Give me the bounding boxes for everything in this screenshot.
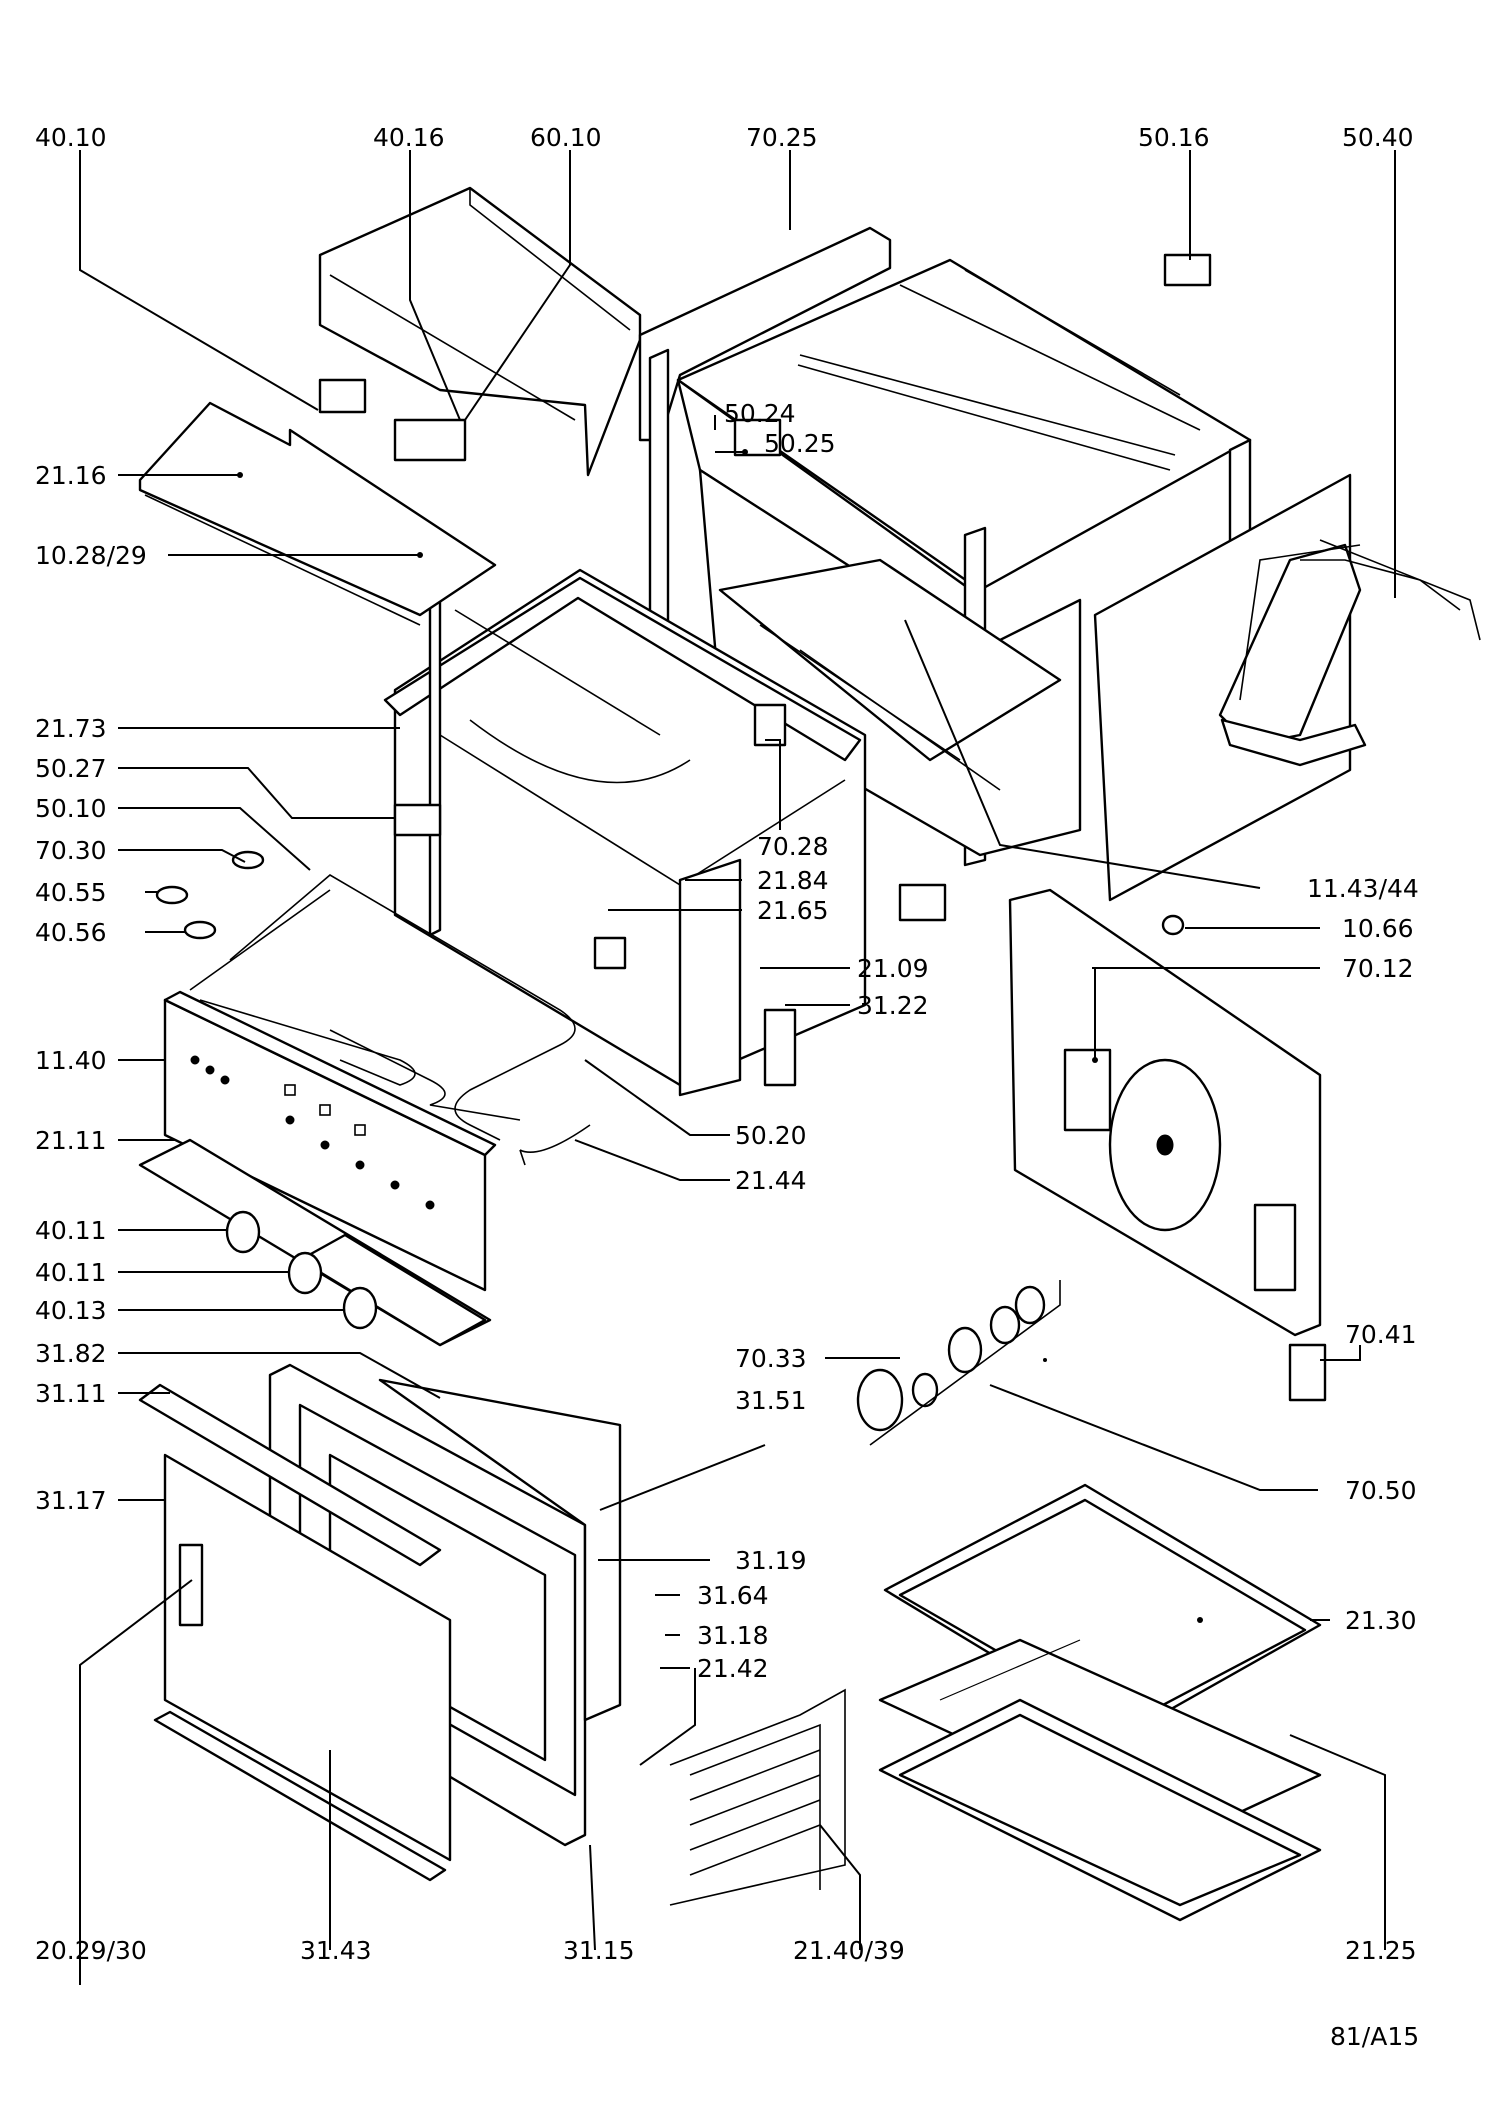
- label-70-41: 70.41: [1345, 1320, 1417, 1349]
- label-70-12: 70.12: [1342, 954, 1414, 983]
- label-31-82: 31.82: [35, 1339, 107, 1368]
- label-50-10: 50.10: [35, 794, 107, 823]
- label-10-28-29: 10.28/29: [35, 541, 147, 570]
- baking-tray-part: [878, 1483, 1322, 1922]
- label-31-22: 31.22: [857, 991, 929, 1020]
- label-40-56: 40.56: [35, 918, 107, 947]
- label-40-11-a: 40.11: [35, 1216, 107, 1245]
- label-70-25: 70.25: [746, 123, 818, 152]
- label-50-24: 50.24: [724, 399, 796, 428]
- label-31-64: 31.64: [697, 1581, 769, 1610]
- label-50-25: 50.25: [764, 429, 836, 458]
- knobs-part: [225, 1210, 378, 1330]
- top-plate-part: [138, 401, 497, 626]
- label-50-27: 50.27: [35, 754, 107, 783]
- label-21-84: 21.84: [757, 866, 829, 895]
- rear-panel-part: [1008, 888, 1322, 1337]
- label-31-51: 31.51: [735, 1386, 807, 1415]
- label-31-43: 31.43: [300, 1936, 372, 1965]
- label-40-10: 40.10: [35, 123, 107, 152]
- label-21-25: 21.25: [1345, 1936, 1417, 1965]
- top-cover-part: [318, 186, 642, 477]
- label-21-42: 21.42: [697, 1654, 769, 1683]
- label-40-11-b: 40.11: [35, 1258, 107, 1287]
- label-31-17: 31.17: [35, 1486, 107, 1515]
- lamp-assembly-part: [856, 1280, 1061, 1446]
- label-21-40-39: 21.40/39: [793, 1936, 905, 1965]
- fan-element-part: [1218, 539, 1481, 767]
- label-50-40: 50.40: [1342, 123, 1414, 152]
- label-20-29-30: 20.29/30: [35, 1936, 147, 1965]
- label-40-55: 40.55: [35, 878, 107, 907]
- callout-labels: 40.10 40.16 60.10 70.25 50.16 50.40 21.1…: [35, 123, 1419, 2051]
- label-31-18: 31.18: [697, 1621, 769, 1650]
- shelf-rack-part: [669, 1688, 846, 1906]
- label-21-73: 21.73: [35, 714, 107, 743]
- label-70-50: 70.50: [1345, 1476, 1417, 1505]
- label-60-10: 60.10: [530, 123, 602, 152]
- small-components-part: [155, 253, 1327, 1402]
- trim-strip-part: [138, 1138, 492, 1347]
- label-40-13: 40.13: [35, 1296, 107, 1325]
- label-21-30: 21.30: [1345, 1606, 1417, 1635]
- label-70-30: 70.30: [35, 836, 107, 865]
- leader-lines: [79, 150, 1396, 1985]
- label-21-65: 21.65: [757, 896, 829, 925]
- label-21-09: 21.09: [857, 954, 929, 983]
- label-70-28: 70.28: [757, 832, 829, 861]
- label-50-16: 50.16: [1138, 123, 1210, 152]
- heating-element-part: [189, 874, 576, 1141]
- drawing-code: 81/A15: [1330, 2022, 1419, 2051]
- label-11-40: 11.40: [35, 1046, 107, 1075]
- label-31-19: 31.19: [735, 1546, 807, 1575]
- label-21-11: 21.11: [35, 1126, 107, 1155]
- label-70-33: 70.33: [735, 1344, 807, 1373]
- label-50-20: 50.20: [735, 1121, 807, 1150]
- leader-dots: [237, 449, 1203, 1623]
- label-31-11: 31.11: [35, 1379, 107, 1408]
- oven-door-part: [138, 1363, 622, 1882]
- label-21-16: 21.16: [35, 461, 107, 490]
- label-40-16: 40.16: [373, 123, 445, 152]
- control-panel-part: [163, 990, 497, 1292]
- label-21-44: 21.44: [735, 1166, 807, 1195]
- label-10-66: 10.66: [1342, 914, 1414, 943]
- label-31-15: 31.15: [563, 1936, 635, 1965]
- label-11-43-44: 11.43/44: [1307, 874, 1419, 903]
